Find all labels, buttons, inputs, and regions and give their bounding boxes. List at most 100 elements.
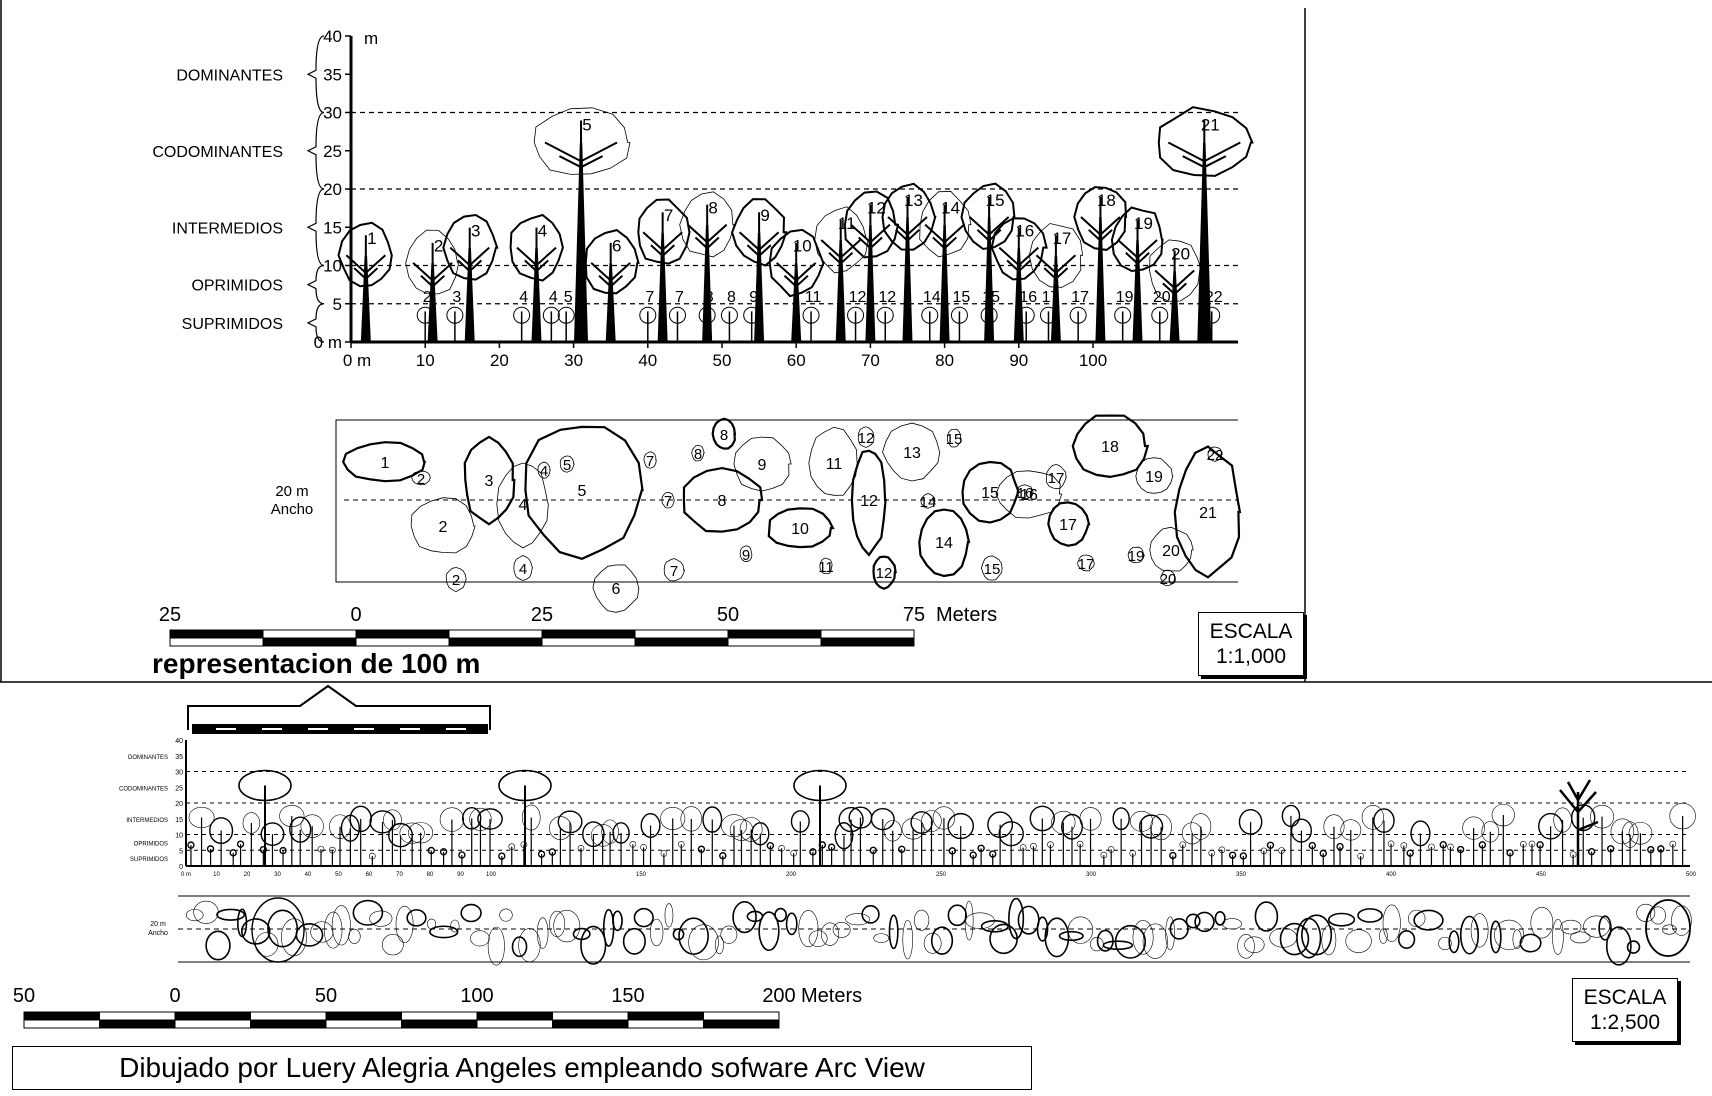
crown-number: 11 [818, 559, 834, 576]
scale-segment-upper [100, 1012, 176, 1020]
crown-projection [1045, 918, 1068, 956]
scale-label: 200 [762, 985, 795, 1007]
scale-segment-upper [477, 1012, 553, 1020]
x-tick-label: 30 [564, 351, 583, 370]
crown-projection [470, 931, 489, 946]
crown-projection [932, 927, 953, 954]
small-tree-number: 4 [549, 289, 558, 306]
x-tick-label: 150 [636, 872, 647, 878]
crown-number: 20 [1160, 571, 1177, 588]
crown-projection [1628, 941, 1640, 953]
stratum-label: SUPRIMIDOS [182, 316, 283, 333]
x-tick-label: 400 [1386, 872, 1397, 878]
canopy-trees: 123456789101112131415161718192021 [339, 107, 1253, 342]
scale-segment-upper [356, 630, 449, 638]
small-tree-number: 4 [519, 289, 528, 306]
scale-label: 150 [611, 985, 644, 1007]
tree-trunk [1095, 217, 1105, 342]
tree-number: 21 [1201, 116, 1220, 135]
small-tree-number: 8 [727, 289, 736, 306]
y-tick-labels: 4035302520151050 [175, 738, 183, 871]
crown-projection [903, 920, 913, 959]
scale-segment-lower [100, 1020, 176, 1028]
crown-number: 1 [381, 455, 390, 472]
crown-projection [1414, 910, 1443, 929]
crown-number: 7 [646, 453, 654, 470]
y-tick-label: 25 [175, 785, 183, 792]
stratum-brace [308, 113, 324, 190]
x-tick-label: 70 [396, 872, 403, 878]
crown-projection [252, 898, 304, 962]
scale-box-title: ESCALA [1199, 619, 1303, 644]
crown-projection [1646, 900, 1690, 956]
scale-segment-lower [402, 1020, 478, 1028]
crown-projection [1329, 913, 1355, 925]
y-tick-label: 5 [333, 295, 342, 314]
crown-projection [613, 911, 622, 930]
crown-number: 15 [946, 431, 963, 448]
y-tick-label: 20 [323, 180, 342, 199]
small-tree-number: 14 [923, 289, 941, 306]
bottom-vertical-profile: 4035302520151050 DOMINANTESCODOMINANTESI… [119, 738, 1697, 878]
crown-projection [833, 922, 850, 937]
tree-trunk [702, 225, 712, 342]
crown-number: 11 [826, 456, 843, 473]
scale-label: 0 [350, 604, 361, 626]
x-tick-label: 90 [457, 872, 464, 878]
crown-number: 2 [417, 471, 425, 488]
scale-box-bottom: ESCALA 1:2,500 [1572, 978, 1678, 1042]
crown-projection [537, 918, 548, 949]
crown-projection [1346, 930, 1372, 953]
crown-projection [349, 929, 361, 943]
crown-projection [1570, 932, 1590, 943]
crown-projection [733, 902, 756, 933]
small-tree-number: 5 [564, 289, 573, 306]
crown-projection [488, 927, 504, 965]
crown-projection [990, 924, 1017, 953]
scale-segment-lower [326, 1020, 402, 1028]
crown-projection [1399, 931, 1415, 948]
y-tick-label: 25 [323, 142, 342, 161]
crown-number: 12 [876, 565, 893, 582]
tree-number: 5 [582, 116, 591, 135]
tree-number: 16 [1015, 221, 1034, 240]
x-tick-label: 60 [787, 351, 806, 370]
stratum-label: DOMINANTES [176, 67, 283, 84]
scale-segment-upper [542, 630, 635, 638]
scale-box-title: ESCALA [1573, 985, 1677, 1010]
crown-number: 18 [1101, 439, 1119, 456]
x-tick-label: 0 m [181, 872, 191, 878]
crown-projection [1449, 931, 1459, 952]
small-tree-number: 12 [878, 289, 896, 306]
scale-label: 75 [903, 604, 925, 626]
crown-number: 3 [485, 473, 494, 490]
tree-trunk [1170, 271, 1180, 342]
crown-projection [1491, 921, 1501, 952]
crown-projection [1018, 906, 1038, 934]
tree-trunk [791, 263, 801, 342]
stratum-label: INTERMEDIOS [172, 220, 283, 237]
small-tree-number: 7 [675, 289, 684, 306]
tree-number: 1 [367, 229, 376, 248]
crown-projection [1358, 909, 1382, 922]
tree-trunk [865, 225, 875, 342]
small-tree-number: 11 [805, 289, 822, 306]
crown-number: 17 [1059, 517, 1077, 534]
crown-number: 22 [1207, 447, 1224, 464]
scale-segment-upper [251, 1012, 327, 1020]
stratum-label: OPRIMIDOS [191, 278, 283, 295]
scale-segment-upper [24, 1012, 100, 1020]
tree-number: 7 [664, 206, 673, 225]
tree-number: 19 [1134, 214, 1153, 233]
crown-projection [1068, 917, 1093, 944]
x-tick-label: 350 [1236, 872, 1247, 878]
palm-tree [1560, 780, 1598, 866]
crown-projection [450, 920, 459, 932]
crown-number: 4 [519, 561, 527, 578]
crown-number: 20 [1162, 543, 1180, 560]
crown-number: 9 [758, 457, 767, 474]
y-tick-label: 10 [175, 833, 183, 840]
crown-projection [634, 909, 653, 927]
crown-number: 14 [920, 494, 937, 511]
crown-projection [982, 921, 1009, 932]
